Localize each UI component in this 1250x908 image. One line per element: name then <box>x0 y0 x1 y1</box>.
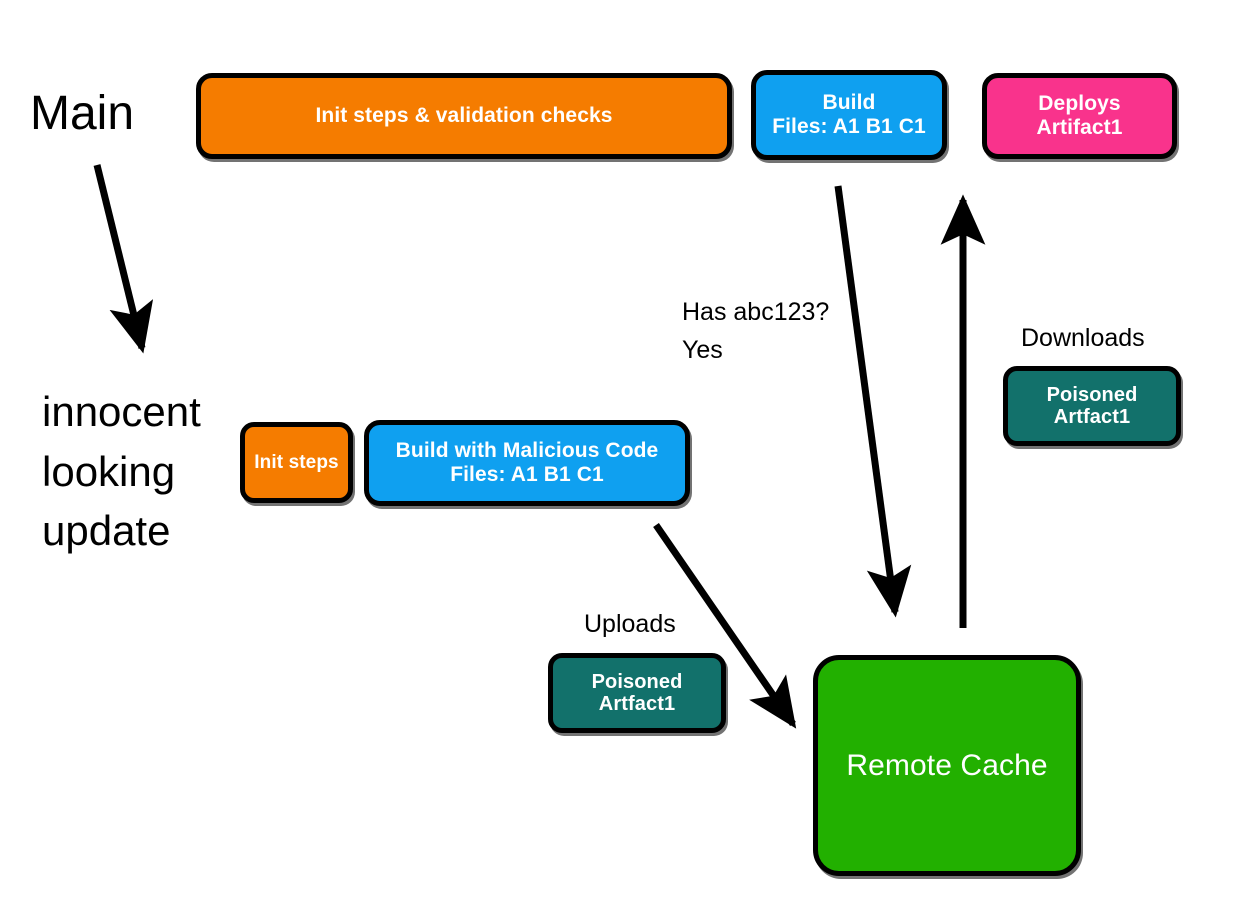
node-label-line1: Poisoned <box>591 670 683 693</box>
arrow-build-to-cache-lookup <box>834 185 912 618</box>
node-label-line1: Build <box>822 91 876 115</box>
node-label-line1: Deploys <box>1038 92 1121 116</box>
lane-label-main: Main <box>30 87 135 140</box>
node-label: Init steps & validation checks <box>315 104 613 128</box>
node-label-line2: Artfact1 <box>1053 406 1131 428</box>
node-init-steps-and-validation-checks[interactable]: Init steps & validation checks <box>196 73 732 159</box>
node-label: Init steps <box>254 451 339 473</box>
annotation-downloads: Downloads <box>1021 324 1145 352</box>
node-label-line1: Build with Malicious Code <box>395 439 659 463</box>
node-label-line2: Files: A1 B1 C1 <box>450 463 604 486</box>
annotation-uploads: Uploads <box>584 610 676 638</box>
node-build-main[interactable]: Build Files: A1 B1 C1 <box>751 70 947 160</box>
node-poisoned-artifact-downloaded[interactable]: Poisoned Artfact1 <box>1003 366 1181 446</box>
lane-label-branch: innocent looking update <box>42 388 201 555</box>
node-build-with-malicious-code[interactable]: Build with Malicious Code Files: A1 B1 C… <box>364 420 690 506</box>
node-label: Remote Cache <box>846 748 1048 782</box>
node-label-line1: Poisoned <box>1046 383 1138 406</box>
node-init-steps[interactable]: Init steps <box>240 422 353 503</box>
node-deploys-artifact1[interactable]: Deploys Artifact1 <box>982 73 1177 159</box>
node-label-line2: Artfact1 <box>598 693 676 715</box>
node-label-line2: Files: A1 B1 C1 <box>772 115 926 138</box>
arrow-main-to-branch <box>93 164 154 354</box>
annotation-cache-lookup: Has abc123? Yes <box>682 298 830 364</box>
node-label-line2: Artifact1 <box>1036 116 1123 139</box>
node-remote-cache[interactable]: Remote Cache <box>813 655 1081 876</box>
node-poisoned-artifact-uploaded[interactable]: Poisoned Artfact1 <box>548 653 726 733</box>
